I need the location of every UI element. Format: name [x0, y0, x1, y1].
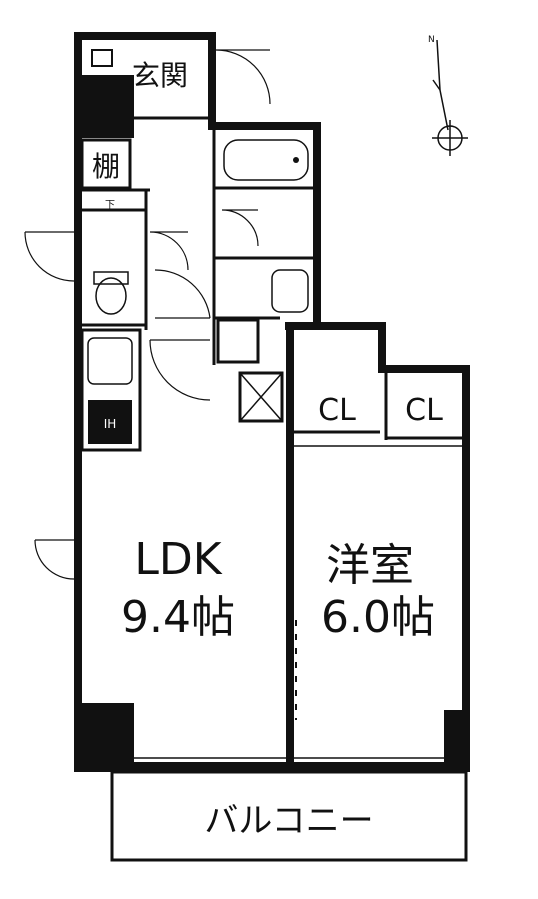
outer-walls	[74, 32, 470, 772]
balcony-label: バルコニー	[204, 801, 373, 841]
balcony-area	[110, 770, 468, 862]
entrance-label: 玄関	[132, 59, 188, 92]
compass-north-label: N	[428, 35, 435, 45]
compass-icon	[432, 39, 468, 156]
western-room-size: 6.0帖	[321, 592, 435, 643]
interior-walls	[80, 116, 462, 765]
western-room-name: 洋室	[326, 540, 414, 591]
shoe-box-mark: 下	[105, 200, 115, 211]
ldk-name: LDK	[134, 534, 222, 585]
ldk-size: 9.4帖	[121, 592, 235, 643]
stove-icon	[88, 400, 132, 444]
toilet-tank-icon	[93, 271, 129, 285]
shoe-box-icon	[91, 49, 113, 67]
door-swings	[24, 49, 271, 580]
bathtub-icon	[223, 139, 309, 181]
stove-mark: IH	[104, 417, 117, 431]
closet-1-label: CL	[318, 393, 356, 428]
toilet-bowl-icon	[95, 277, 127, 315]
shelf-label: 棚	[92, 150, 120, 183]
kitchen-sink-icon	[87, 337, 133, 385]
closet-2-label: CL	[405, 393, 443, 428]
fixtures	[87, 49, 309, 444]
wash-basin-icon	[271, 269, 309, 313]
